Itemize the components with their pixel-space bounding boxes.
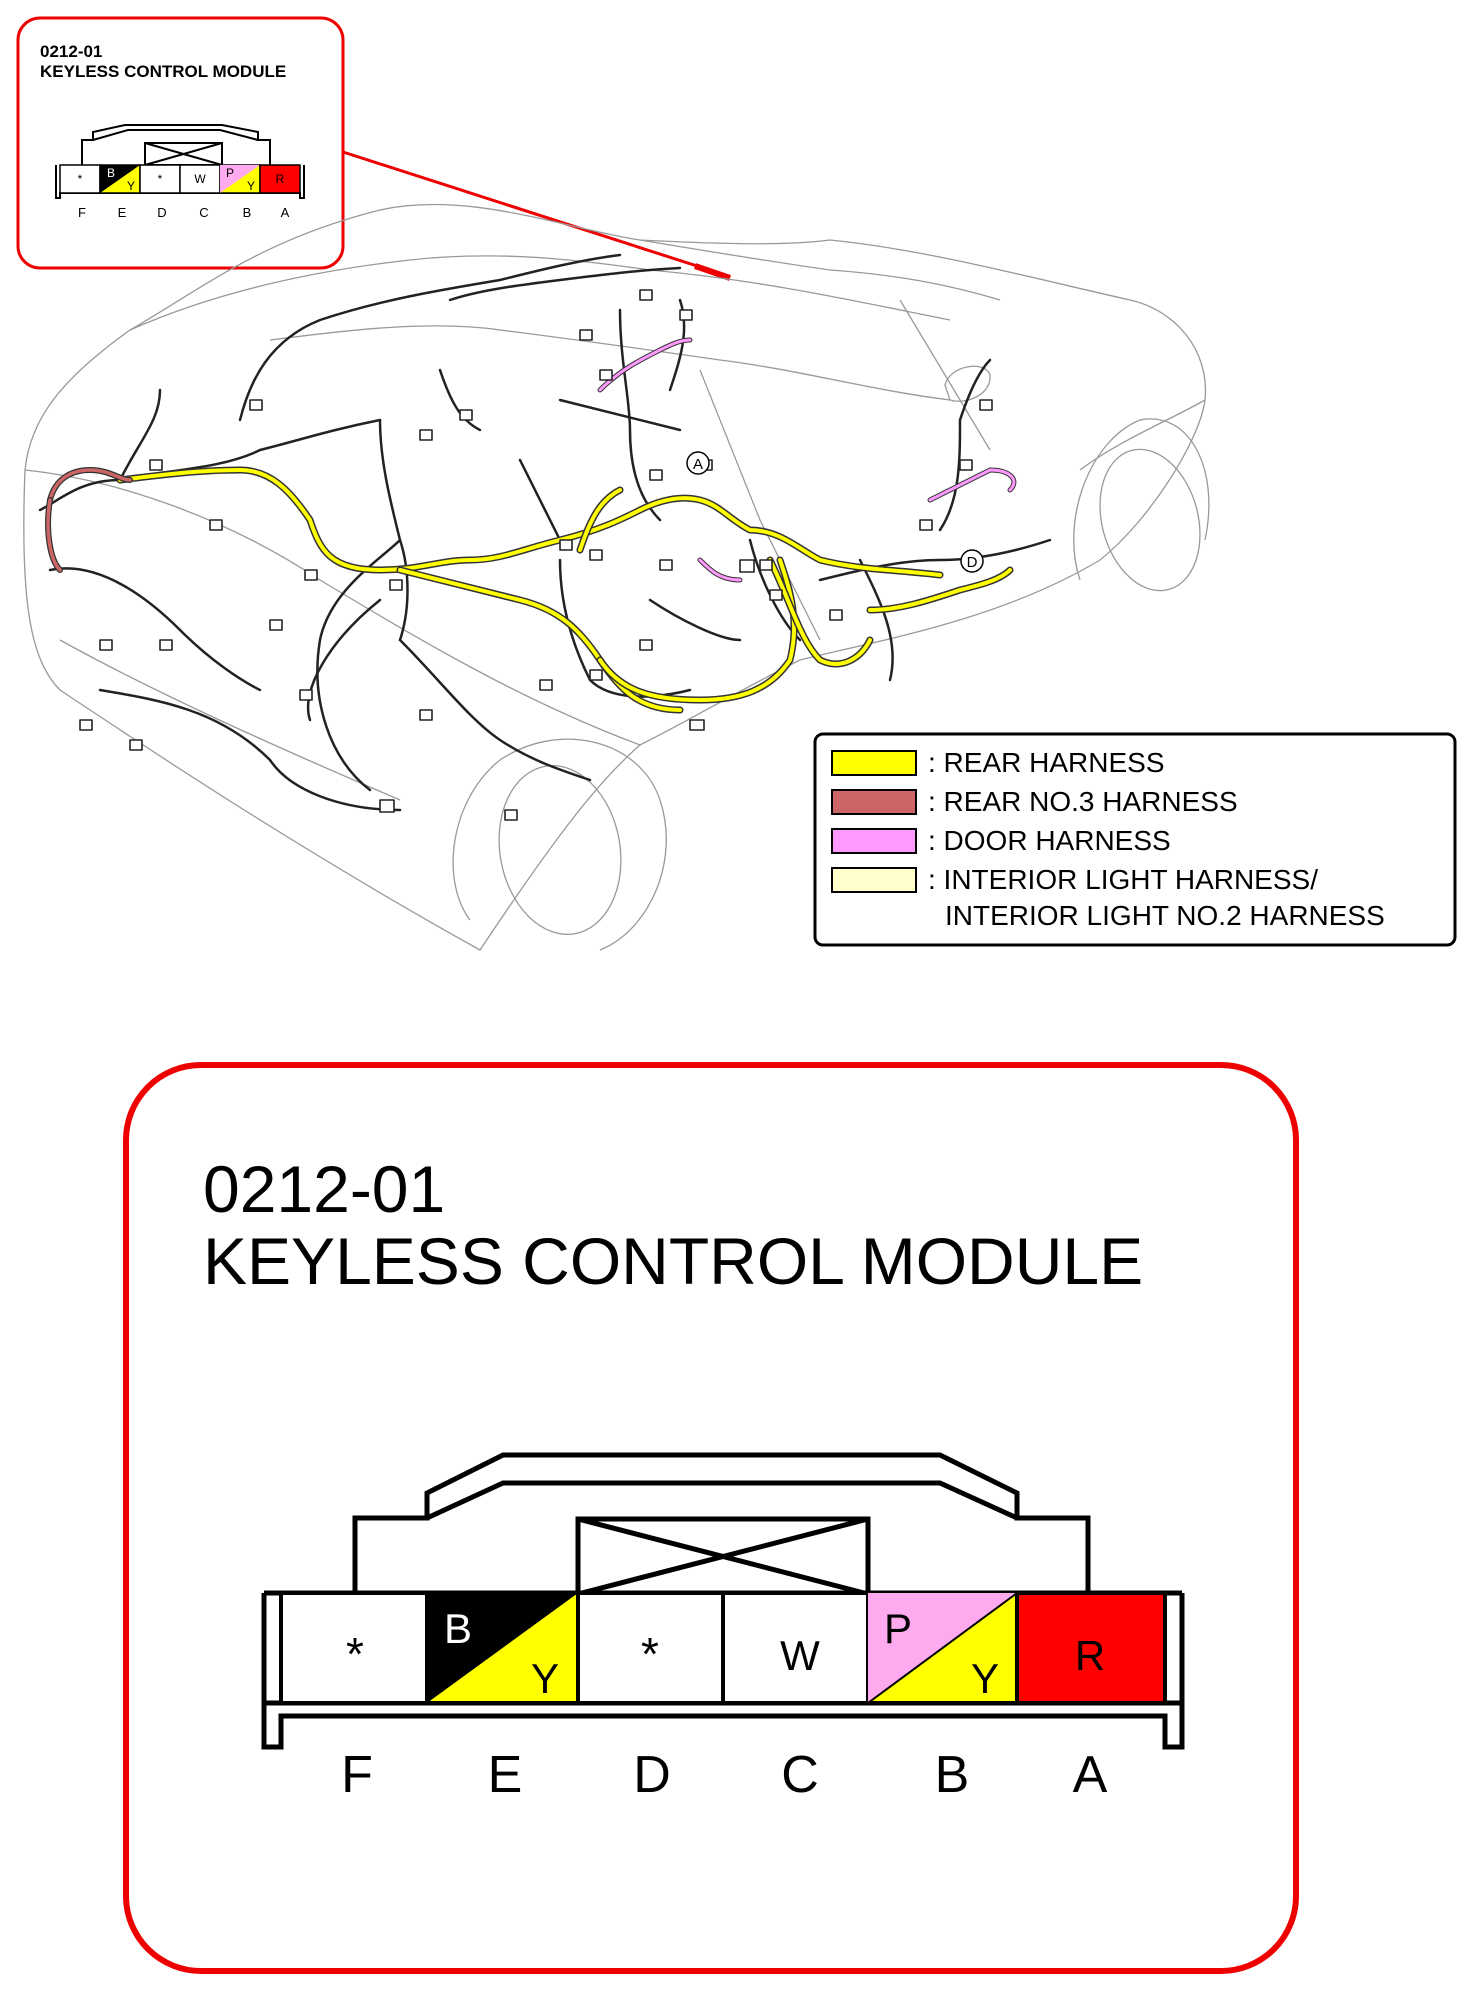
detail-pin-c [721, 1591, 870, 1705]
detail-code: 0212-01 [203, 1152, 445, 1226]
inset-pin-b-pink [220, 165, 260, 193]
inset-title: KEYLESS CONTROL MODULE [40, 62, 286, 81]
inset-pin-label-e: E [118, 205, 127, 220]
detail-pin-label-f: F [341, 1746, 373, 1804]
detail-pin-d-top: * [641, 1628, 659, 1680]
inset-pin-d-top: * [158, 172, 163, 186]
legend-swatch-door [831, 828, 917, 854]
car-body-outline [23, 203, 1210, 951]
legend-label-door: : DOOR HARNESS [928, 825, 1171, 856]
inset-pin-label-d: D [157, 205, 166, 220]
inset-pin-f-top: * [78, 172, 83, 186]
detail-pin-label-e: E [488, 1746, 523, 1804]
inset-pin-c-top: W [194, 172, 206, 186]
callout-leader-line [342, 150, 726, 277]
inset-pin-e-top: B [107, 166, 115, 180]
detail-pin-row [279, 1591, 1167, 1705]
detail-callout: 0212-01 KEYLESS CONTROL MODULE * [123, 1062, 1299, 1974]
harness-legend: : REAR HARNESS : REAR NO.3 HARNESS : DOO… [813, 732, 1457, 947]
inset-pin-b-bottom: Y [247, 179, 255, 193]
detail-pin-label-b: B [935, 1746, 970, 1804]
inset-pin-e-black [100, 165, 140, 193]
marker-d-circle [960, 549, 984, 573]
detail-title: KEYLESS CONTROL MODULE [203, 1224, 1143, 1298]
detail-pin-a-top: R [1075, 1632, 1105, 1679]
inset-pin-label-f: F [78, 205, 86, 220]
inset-pin-row [59, 164, 301, 194]
detail-pin-e-black [427, 1593, 578, 1703]
module-location-marker [694, 263, 731, 281]
inset-pin-a [259, 164, 301, 194]
detail-pin-e-top: B [444, 1605, 472, 1652]
legend-swatch-interior-light [831, 867, 917, 893]
marker-a-label: A [693, 456, 703, 473]
detail-pin-label-c: C [781, 1746, 819, 1804]
marker-d-label: D [967, 554, 978, 571]
detail-pin-label-d: D [633, 1746, 671, 1804]
wiring-harness-group [38, 253, 1052, 821]
legend-frame [813, 732, 1457, 947]
inset-pin-c [179, 164, 221, 194]
legend-label-interior-light: : INTERIOR LIGHT HARNESS/ [928, 864, 1318, 895]
legend-swatch-rear-no3 [831, 789, 917, 815]
inset-pin-b-top: P [226, 166, 234, 180]
detail-pin-e-bottom: Y [531, 1655, 559, 1702]
marker-d: D [960, 549, 984, 573]
marker-a-circle [686, 451, 710, 475]
black-wires [38, 253, 1052, 812]
detail-pin-c-top: W [780, 1632, 820, 1679]
detail-pin-b-divider [867, 1592, 1018, 1704]
inset-code: 0212-01 [40, 42, 102, 61]
detail-pin-b-top: P [884, 1605, 912, 1652]
inset-pin-label-c: C [199, 205, 208, 220]
marker-a: A [686, 451, 710, 475]
legend-swatch-rear [831, 750, 917, 776]
inset-pin-a-top: R [276, 172, 285, 186]
detail-pin-label-a: A [1073, 1746, 1108, 1804]
inset-pin-label-a: A [281, 205, 290, 220]
detail-pin-d [576, 1591, 725, 1705]
detail-pin-f-top: * [346, 1628, 364, 1680]
legend-label-interior-light-no2: INTERIOR LIGHT NO.2 HARNESS [945, 900, 1385, 931]
inset-pin-e-bottom: Y [127, 179, 135, 193]
inset-pin-label-b: B [243, 205, 252, 220]
inset-callout: 0212-01 KEYLESS CONTROL MODULE * B Y * [16, 16, 345, 270]
detail-pin-b-bottom: Y [971, 1655, 999, 1702]
legend-label-rear-no3: : REAR NO.3 HARNESS [928, 786, 1238, 817]
detail-pin-a [1015, 1591, 1167, 1705]
legend-label-rear: : REAR HARNESS [928, 747, 1165, 778]
